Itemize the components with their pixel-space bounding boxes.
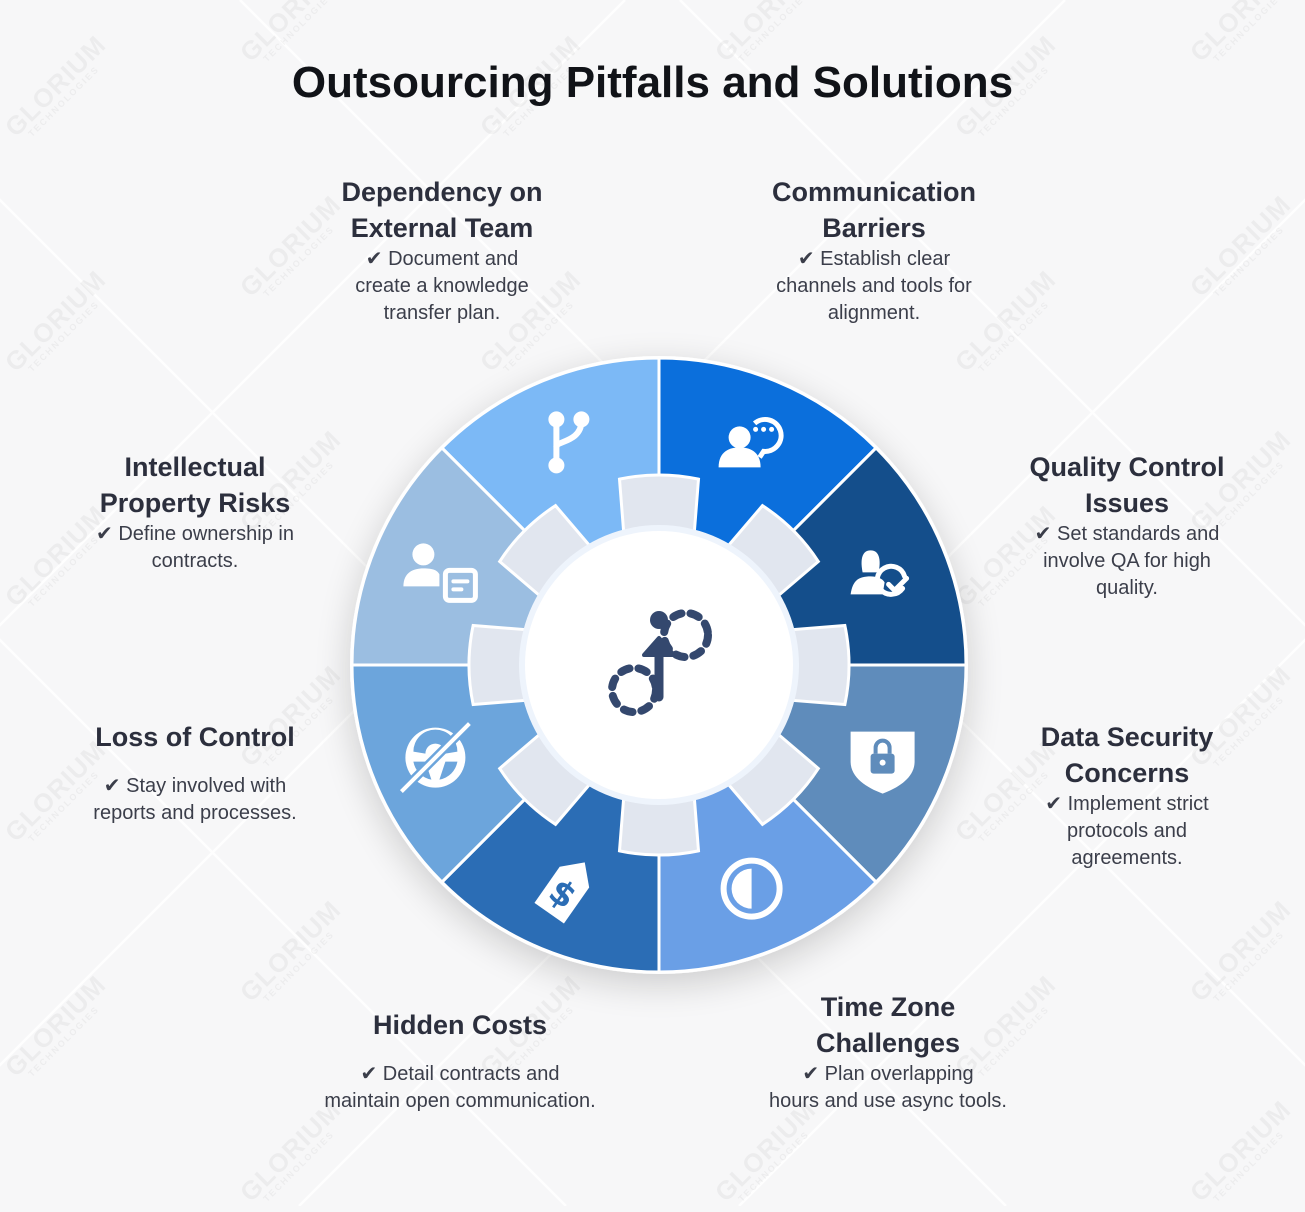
- solution-line: contracts.: [151, 550, 239, 572]
- spacer: [260, 1043, 660, 1061]
- person-check-icon: [850, 550, 910, 597]
- solution-line: create a knowledge: [355, 275, 529, 297]
- solution-line: ✔ Stay involved with: [103, 775, 287, 797]
- solution-line: maintain open communication.: [324, 1090, 596, 1112]
- solution-text: ✔ Define ownership in contracts.: [0, 521, 395, 575]
- heading-line: Data Security: [1040, 722, 1214, 752]
- solution-line: ✔ Detail contracts and: [360, 1063, 560, 1085]
- solution-line: hours and use async tools.: [769, 1090, 1007, 1112]
- heading-line: Challenges: [815, 1028, 961, 1058]
- solution-line: ✔ Define ownership in: [96, 523, 294, 545]
- gear-tooth: [788, 623, 851, 707]
- heading-line: Quality Control: [1029, 452, 1225, 482]
- steering-wheel-off-icon: [398, 720, 473, 795]
- solution-line: reports and processes.: [93, 802, 297, 824]
- git-branch-icon: [548, 411, 590, 474]
- heading-line: Property Risks: [99, 488, 291, 518]
- heading-line: Loss of Control: [95, 722, 295, 752]
- solution-line: agreements.: [1071, 847, 1183, 869]
- solution-line: ✔ Implement strict: [1045, 793, 1209, 815]
- heading-line: External Team: [350, 213, 534, 243]
- gear-tooth: [467, 623, 530, 707]
- pitfall-control: Loss of Control ✔ Stay involved with repor…: [0, 719, 395, 827]
- page-title: Outsourcing Pitfalls and Solutions: [291, 58, 1014, 107]
- solution-line: transfer plan.: [383, 302, 501, 324]
- solution-line: protocols and: [1066, 820, 1188, 842]
- heading-line: Concerns: [1064, 758, 1190, 788]
- solution-line: ✔ Establish clear: [797, 248, 951, 270]
- solution-text: ✔ Establish clear channels and tools for a…: [674, 246, 1074, 327]
- gear-tooth: [617, 473, 701, 536]
- heading-line: Dependency on: [341, 177, 543, 207]
- pitfall-heading: Dependency on External Team: [242, 174, 642, 246]
- pitfall-costs: Hidden Costs ✔ Detail contracts and mainta…: [260, 1007, 660, 1115]
- solution-line: ✔ Plan overlapping: [802, 1063, 974, 1085]
- solution-text: ✔ Document and create a knowledge transfer…: [242, 246, 642, 327]
- heading-line: Hidden Costs: [372, 1010, 547, 1040]
- person-chat-icon: [718, 417, 784, 468]
- solution-text: ✔ Implement strict protocols and agreement…: [927, 791, 1305, 872]
- heading-line: Time Zone: [820, 992, 956, 1022]
- spacer: [0, 755, 395, 773]
- gear-tooth: [617, 794, 701, 857]
- pitfall-heading: Hidden Costs: [260, 1007, 660, 1043]
- heading-line: Barriers: [822, 213, 926, 243]
- solution-line: ✔ Document and: [365, 248, 519, 270]
- solution-line: ✔ Set standards and: [1034, 523, 1220, 545]
- shield-lock-icon: [850, 731, 915, 794]
- person-document-icon: [403, 543, 478, 603]
- solution-line: involve QA for high: [1043, 550, 1211, 572]
- solution-line: alignment.: [827, 302, 921, 324]
- solution-text: ✔ Stay involved with reports and processe…: [0, 773, 395, 827]
- half-circle-icon: [720, 857, 783, 920]
- solution-line: channels and tools for: [776, 275, 972, 297]
- solution-text: ✔ Set standards and involve QA for high qu…: [927, 521, 1305, 602]
- pitfall-heading: Loss of Control: [0, 719, 395, 755]
- heading-line: Communication: [771, 177, 976, 207]
- heading-line: Intellectual: [124, 452, 266, 482]
- solution-text: ✔ Detail contracts and maintain open comm…: [260, 1061, 660, 1115]
- solution-line: quality.: [1096, 577, 1158, 599]
- solution-text: ✔ Plan overlapping hours and use async to…: [688, 1061, 1088, 1115]
- dashed-path-arrow-up-icon: [608, 609, 712, 716]
- heading-line: Issues: [1084, 488, 1170, 518]
